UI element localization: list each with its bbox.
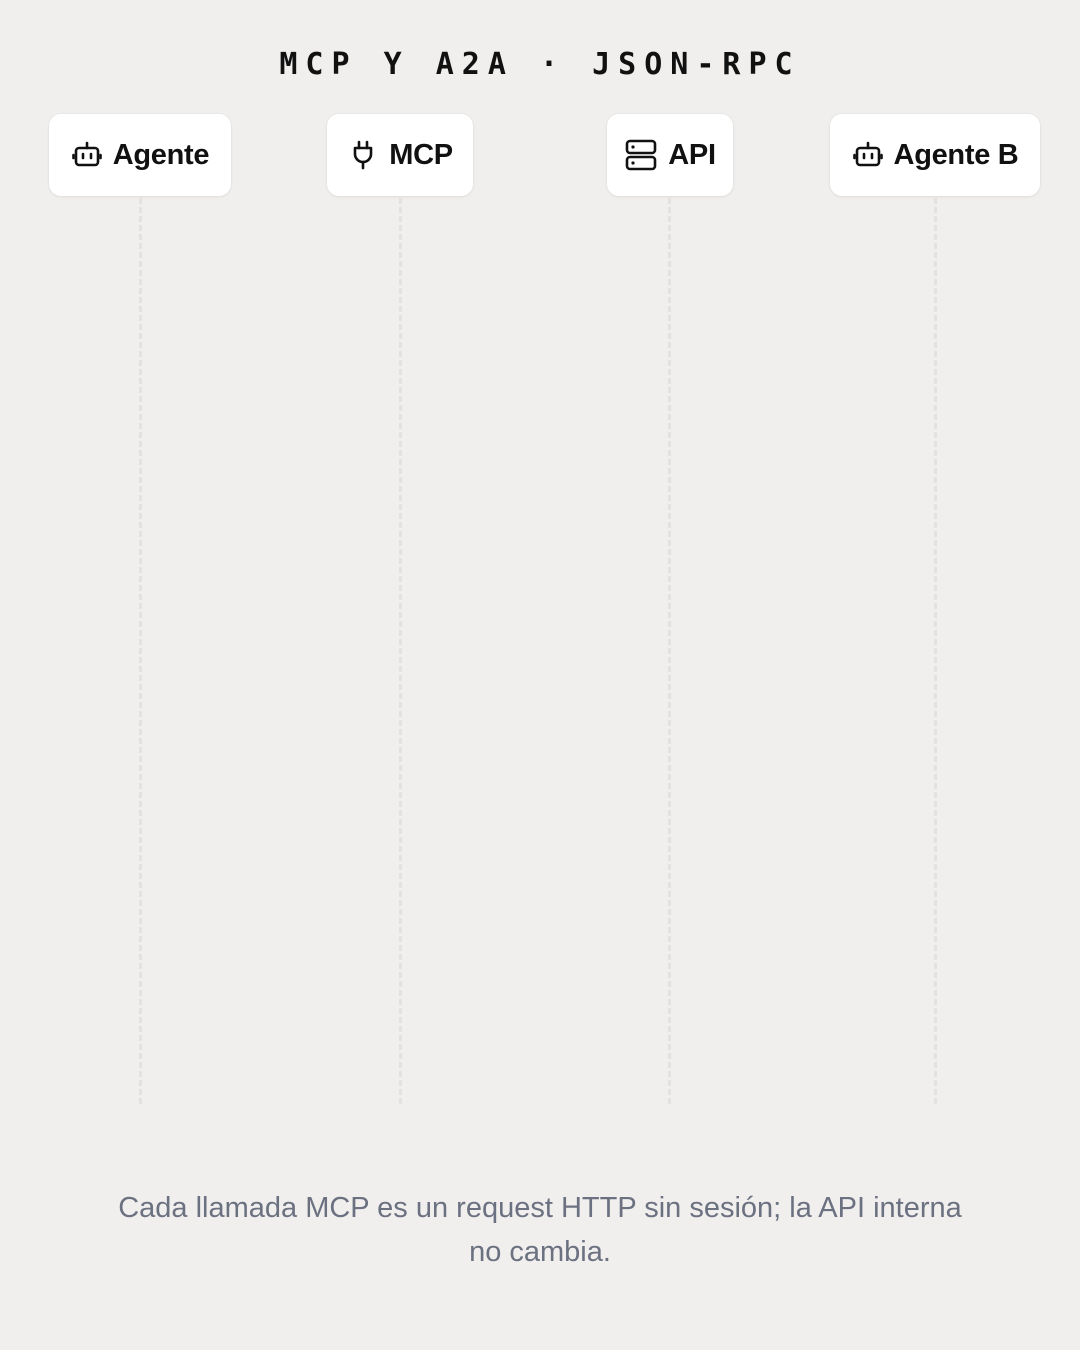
lifeline-api — [668, 198, 671, 1104]
plug-icon — [347, 139, 379, 171]
lifeline-mcp — [399, 198, 402, 1104]
actor-label: MCP — [389, 138, 453, 171]
actor-label: Agente — [112, 138, 210, 171]
actor-agente-b: Agente B — [830, 114, 1040, 196]
actor-api: API — [607, 114, 733, 196]
bot-icon — [71, 139, 103, 171]
lifeline-agente-b — [934, 198, 937, 1104]
actor-label: API — [668, 138, 716, 171]
server-icon — [624, 138, 658, 172]
actor-mcp: MCP — [327, 114, 473, 196]
actor-label: Agente B — [893, 138, 1019, 171]
actor-agente: Agente — [49, 114, 231, 196]
bot-icon — [852, 139, 884, 171]
lifeline-agente — [139, 198, 142, 1104]
diagram-caption: Cada llamada MCP es un request HTTP sin … — [118, 1192, 962, 1268]
diagram-title: MCP Y A2A · JSON-RPC — [279, 47, 801, 82]
